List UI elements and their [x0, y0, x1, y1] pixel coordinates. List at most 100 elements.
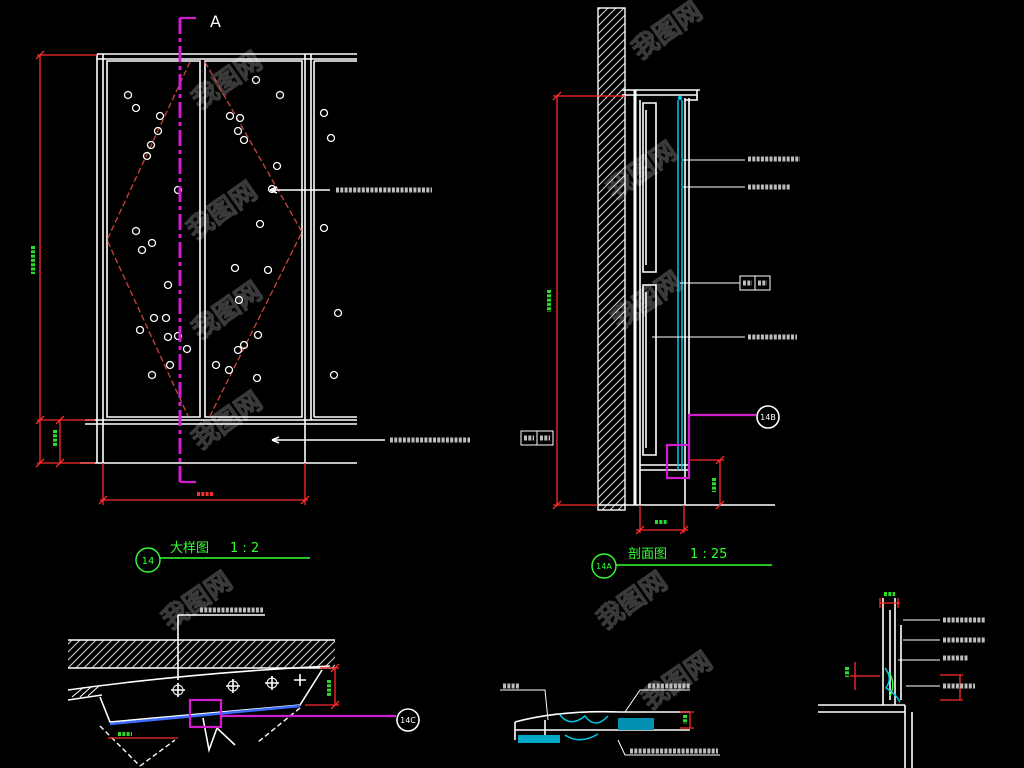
watermark: 我图网 — [627, 0, 708, 66]
glass-dot-pattern — [123, 75, 343, 383]
watermark: 我图网 — [187, 386, 268, 455]
detail-highlight-box — [188, 698, 223, 729]
door-elevation: A — [31, 12, 470, 505]
section-scale: 1 : 25 — [690, 547, 727, 562]
watermark: 我图网 — [182, 176, 263, 245]
glass-dot — [267, 184, 277, 194]
detail-highlight-box — [665, 443, 691, 480]
material-tag-box — [520, 430, 554, 446]
glass-dot — [255, 219, 265, 229]
glass-dot — [225, 111, 235, 121]
threshold-profile — [514, 710, 690, 740]
section-frame — [598, 89, 775, 506]
annotation-leader — [269, 186, 330, 194]
detail-callout-circle — [756, 405, 780, 429]
detail-callout-circle — [135, 547, 161, 573]
glass-dot — [155, 111, 165, 121]
glass-panel — [677, 100, 683, 470]
section-mark-label: A — [210, 12, 221, 31]
glass-dot — [233, 126, 243, 136]
detail-title: 大样图 — [170, 541, 209, 556]
section-title: 剖面图 — [628, 547, 667, 562]
section-height-dimension — [552, 91, 625, 510]
watermark: 我图网 — [187, 276, 268, 345]
glass-dot — [149, 313, 159, 323]
detail-callout-number: 14B — [760, 413, 776, 422]
detail-callout-circle — [396, 708, 420, 732]
gap-dimension — [850, 662, 880, 690]
detail-callout-number: 14C — [400, 716, 416, 725]
sill-dimension — [940, 674, 963, 701]
profile-height-dimension — [680, 711, 694, 729]
watermark: 我图网 — [187, 46, 268, 115]
elevation-frame — [80, 53, 357, 464]
glass-dot — [235, 113, 245, 123]
width-dimension — [98, 463, 310, 505]
glass-dot — [163, 280, 173, 290]
glass-dot — [234, 295, 244, 305]
glass-dot — [319, 223, 329, 233]
door-section: 14B — [520, 7, 800, 535]
fastener-circle — [266, 677, 278, 689]
glass-dot — [165, 360, 175, 370]
glass-dot — [135, 325, 145, 335]
fastener-circle — [227, 680, 239, 692]
threshold-height-dimension — [690, 455, 725, 510]
glass-dot — [326, 133, 336, 143]
glass-dot — [147, 370, 157, 380]
glass-dot — [275, 90, 285, 100]
glass-dot — [233, 345, 243, 355]
annotation-leader — [617, 739, 720, 756]
jamb-detail — [818, 592, 985, 768]
glass-dot — [163, 332, 173, 342]
hidden-lines — [99, 707, 301, 767]
glass-dot — [224, 365, 234, 375]
wall-hatch — [597, 7, 626, 511]
glass-dot — [142, 151, 152, 161]
seal-profile — [888, 671, 894, 697]
glass-strip — [518, 735, 560, 743]
watermark: 我图网 — [637, 646, 718, 715]
annotation-leader — [177, 614, 265, 680]
height-dimension — [35, 50, 97, 468]
detail-callout-leader — [687, 413, 756, 445]
glass-dot — [319, 108, 329, 118]
section-cut-ticks — [180, 16, 196, 484]
glass-dot — [253, 330, 263, 340]
watermark: 我图网 — [157, 566, 238, 635]
glass-dot — [230, 263, 240, 273]
diamond-pattern-outline — [106, 61, 303, 417]
jamb-profile — [818, 598, 913, 768]
glass-dot — [131, 226, 141, 236]
glass-top-point — [677, 95, 683, 101]
door-leaf-profile — [202, 717, 236, 754]
glass-dot — [239, 340, 249, 350]
glass-dot — [251, 75, 261, 85]
fastener-circle — [172, 684, 184, 696]
glass-edge-line — [109, 704, 301, 726]
threshold-detail — [500, 683, 720, 756]
glass-dot — [131, 103, 141, 113]
glass-dot — [263, 265, 273, 275]
frame-depth-dimension — [635, 505, 689, 535]
material-tag-box — [739, 275, 771, 291]
glass-dot — [137, 245, 147, 255]
head-detail: 14C — [67, 607, 420, 767]
detail-scale: 1 : 2 — [230, 541, 259, 556]
seal-profile — [559, 714, 609, 741]
glass-dot — [123, 90, 133, 100]
glass-dot — [153, 126, 163, 136]
fastener-marks — [171, 674, 306, 697]
glass-dot — [252, 373, 262, 383]
annotation-leader — [898, 619, 940, 687]
annotation-leader — [500, 689, 549, 721]
glass-dot — [182, 344, 192, 354]
elevation-title-block: 14 大样图 1 : 2 — [135, 541, 310, 573]
glass-strip — [618, 718, 654, 730]
seal-profile — [884, 667, 901, 703]
glass-dot — [161, 313, 171, 323]
annotation-leader — [624, 689, 690, 713]
section-callout-circle — [591, 553, 617, 579]
